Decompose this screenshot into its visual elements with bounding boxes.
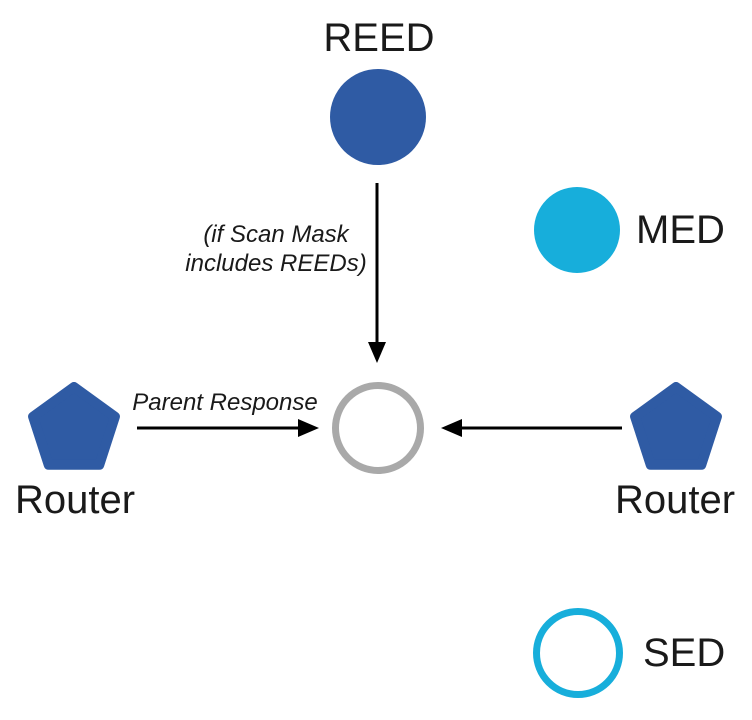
router-right-label: Router <box>614 478 736 522</box>
pentagon-shape <box>630 382 722 470</box>
parent-response-annotation: Parent Response <box>132 389 318 416</box>
arrowhead-right-icon <box>298 419 319 437</box>
reed-node-label: REED <box>323 16 435 60</box>
med-node-circle <box>534 187 620 273</box>
reed-node-circle <box>330 69 426 165</box>
arrowhead-down-icon <box>368 342 386 363</box>
arrow-router-left-to-parent <box>137 419 319 437</box>
scan-mask-annotation: (if Scan Mask includes REEDs) <box>146 220 406 278</box>
sed-node-circle <box>533 608 623 698</box>
sed-node-label: SED <box>643 631 726 675</box>
arrowhead-left-icon <box>441 419 462 437</box>
pentagon-shape <box>28 382 120 470</box>
arrow-router-right-to-parent <box>441 419 622 437</box>
parent-target-circle <box>332 382 424 474</box>
router-right-pentagon <box>630 382 722 470</box>
scan-mask-annotation-line1: (if Scan Mask <box>203 221 349 248</box>
router-left-label: Router <box>14 478 136 522</box>
scan-mask-annotation-line2: includes REEDs) <box>185 250 367 277</box>
med-node-label: MED <box>636 208 725 252</box>
router-left-pentagon <box>28 382 120 470</box>
